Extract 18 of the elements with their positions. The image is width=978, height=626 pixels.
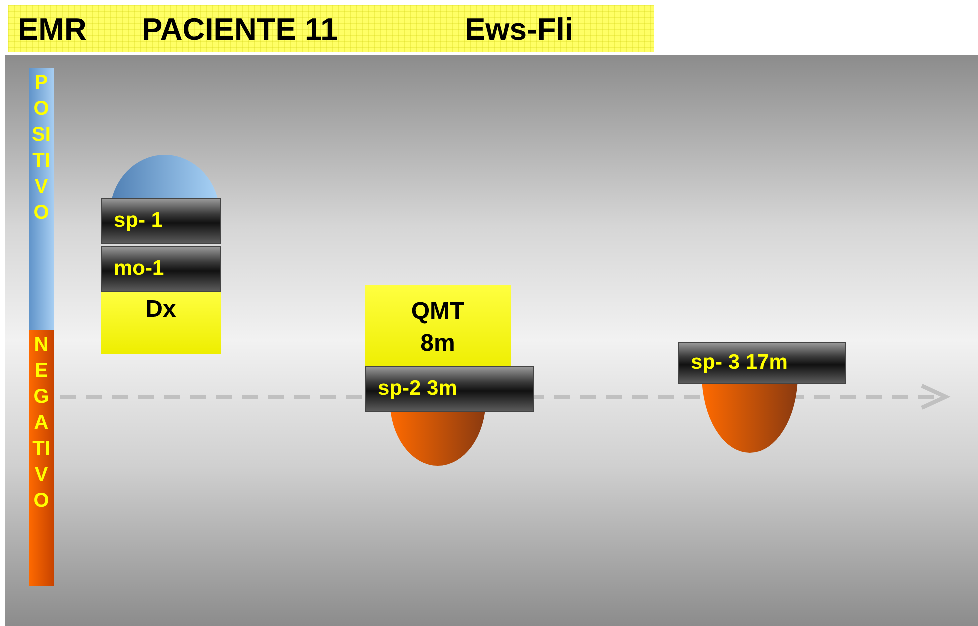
event-box xyxy=(101,292,221,354)
status-label: POSITIVO xyxy=(32,71,52,226)
header-text: Ews-Fli xyxy=(465,14,574,45)
sample-label: mo-1 xyxy=(114,257,164,281)
sample-label: sp- 1 xyxy=(114,209,164,233)
header-text: PACIENTE 11 xyxy=(142,14,338,45)
sample-label: sp- 3 17m xyxy=(691,351,788,375)
sample-box xyxy=(101,198,221,244)
event-label: Dx xyxy=(144,295,178,325)
status-bar xyxy=(29,68,54,330)
header-text: EMR xyxy=(18,14,87,45)
status-label: NEGATIVO xyxy=(32,333,52,514)
sample-box xyxy=(101,246,221,292)
sample-box xyxy=(365,366,534,412)
event-label: QMT 8m xyxy=(410,297,466,358)
sample-label: sp-2 3m xyxy=(378,377,458,401)
sample-box xyxy=(678,342,846,384)
status-bar xyxy=(29,330,54,586)
